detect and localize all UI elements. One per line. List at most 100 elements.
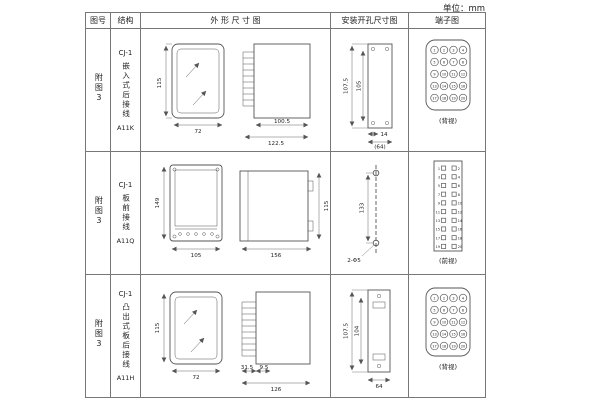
terminal-number: 12 [460, 320, 464, 324]
terminal-pin [451, 235, 457, 241]
fig-no: 附图3 [94, 195, 104, 227]
dim-total-width: 126 [270, 387, 281, 393]
terminal-number: 11 [451, 320, 455, 324]
terminal-pin [439, 69, 448, 79]
dimensions: 133 2-Φ5 [347, 172, 374, 264]
terminal-pin [458, 45, 467, 55]
dim-side-height: 115 [324, 200, 330, 211]
mounting-drawing-a11k: 107.5 105 14 (64) [343, 43, 392, 151]
fig-no: 附图3 [94, 72, 104, 104]
terminal-pin [458, 57, 467, 67]
terminal-number: 13 [432, 84, 436, 88]
terminal-number: 16 [460, 84, 464, 88]
outline-cell: 115 72 31.5 9.5 126 [140, 274, 331, 398]
terminal-pin [439, 341, 448, 351]
dimensions: 115 72 31.5 9.5 126 [155, 293, 310, 393]
terminal-pin [458, 305, 467, 315]
side-view [242, 43, 310, 119]
dim-front-height: 149 [155, 197, 161, 208]
terminal-number: 18 [441, 96, 445, 100]
terminal-pin [439, 293, 448, 303]
terminal-pin [458, 341, 467, 351]
mounting-cell: 107.5 105 14 (64) [330, 28, 409, 152]
structure-model: CJ-1 [118, 48, 133, 57]
dim-front-width: 72 [194, 129, 201, 135]
outline-drawing-a11h: 115 72 31.5 9.5 126 [155, 291, 310, 393]
terminal-number: 9 [433, 72, 435, 76]
table-row: 附图3 CJ-1 板前接线 A11Q [85, 151, 486, 275]
terminal-pin [448, 57, 458, 67]
outline-drawing-a11q: 149 105 156 115 [155, 164, 330, 259]
terminal-pin [451, 183, 457, 188]
dim-side-width: 156 [270, 253, 281, 259]
terminal-number: 2 [442, 296, 444, 300]
terminal-number: 16 [460, 332, 464, 336]
terminal-pin [429, 69, 439, 79]
terminal-pin [440, 209, 446, 215]
terminal-number: 10 [441, 320, 445, 324]
cutout-shape [367, 289, 390, 373]
terminal-number: 3 [452, 48, 454, 52]
terminal-pin [458, 81, 467, 91]
terminal-pin [439, 57, 448, 67]
front-view [171, 43, 224, 119]
terminal-pin [440, 174, 446, 180]
structure-block: CJ-1 板前接线 A11Q [111, 152, 140, 274]
terminal-number: 17 [435, 236, 439, 240]
terminal-pin [458, 293, 467, 303]
terminal-pin [448, 69, 458, 79]
unit-label: 单位：mm [442, 4, 485, 14]
terminal-number: 4 [461, 48, 463, 52]
terminal-number: 7 [452, 60, 454, 64]
terminal-pin [448, 341, 458, 351]
terminal-number: 13 [435, 219, 439, 223]
terminal-pin [439, 81, 448, 91]
terminal-pin [429, 341, 439, 351]
dim-h1: 14 [380, 132, 388, 138]
structure-block: CJ-1 嵌入式后接线 A11K [111, 29, 140, 151]
terminal-pin [440, 226, 446, 232]
mounting-drawing-a11q: 133 2-Φ5 [347, 165, 379, 264]
terminal-pin [440, 243, 446, 249]
structure-cell: CJ-1 嵌入式后接线 A11K [110, 28, 141, 152]
table-row: 附图3 CJ-1 凸出式板后接线 A11H [85, 274, 486, 398]
terminal-pin [429, 93, 439, 103]
dim-v1: 107.5 [343, 323, 349, 339]
header-mounting: 安装开孔尺寸图 [330, 12, 409, 29]
terminal-pin [429, 305, 439, 315]
terminal-pin [448, 81, 458, 91]
dimensions: 115 72 100.5 122.5 [157, 43, 308, 147]
dim-holes: 2-Φ5 [347, 258, 361, 264]
table-row: 附图3 CJ-1 嵌入式后接线 A11K [85, 28, 486, 152]
header-structure: 结构 [110, 12, 141, 29]
terminal-number: 5 [433, 60, 435, 64]
terminal-number: 14 [457, 219, 461, 223]
terminal-pin [458, 69, 467, 79]
terminal-number: 8 [457, 193, 459, 197]
terminal-number: 5 [437, 184, 439, 188]
terminal-pin [429, 293, 439, 303]
terminal-pin [439, 45, 448, 55]
terminal-pin [439, 317, 448, 327]
terminal-pin [448, 293, 458, 303]
view-label: (背视) [438, 116, 456, 125]
terminal-pin [458, 329, 467, 339]
terminal-number: 4 [457, 176, 459, 180]
header-terminal: 端子图 [408, 12, 486, 29]
dim-pin-pitch: 9.5 [259, 365, 268, 371]
outline-cell: 115 72 100.5 122.5 [140, 28, 331, 152]
dim-pin-width: 31.5 [240, 365, 253, 371]
terminal-pin [448, 45, 458, 55]
fig-no-cell: 附图3 [85, 274, 111, 398]
side-view [239, 170, 313, 242]
cutout-shape [367, 43, 392, 129]
dim-h2: (64) [374, 145, 385, 151]
terminal-number: 9 [437, 202, 439, 206]
terminal-number: 5 [433, 308, 435, 312]
view-label: (背视) [438, 362, 456, 371]
terminal-pin [448, 329, 458, 339]
terminal-pin [458, 93, 467, 103]
terminal-number: 12 [457, 210, 461, 214]
